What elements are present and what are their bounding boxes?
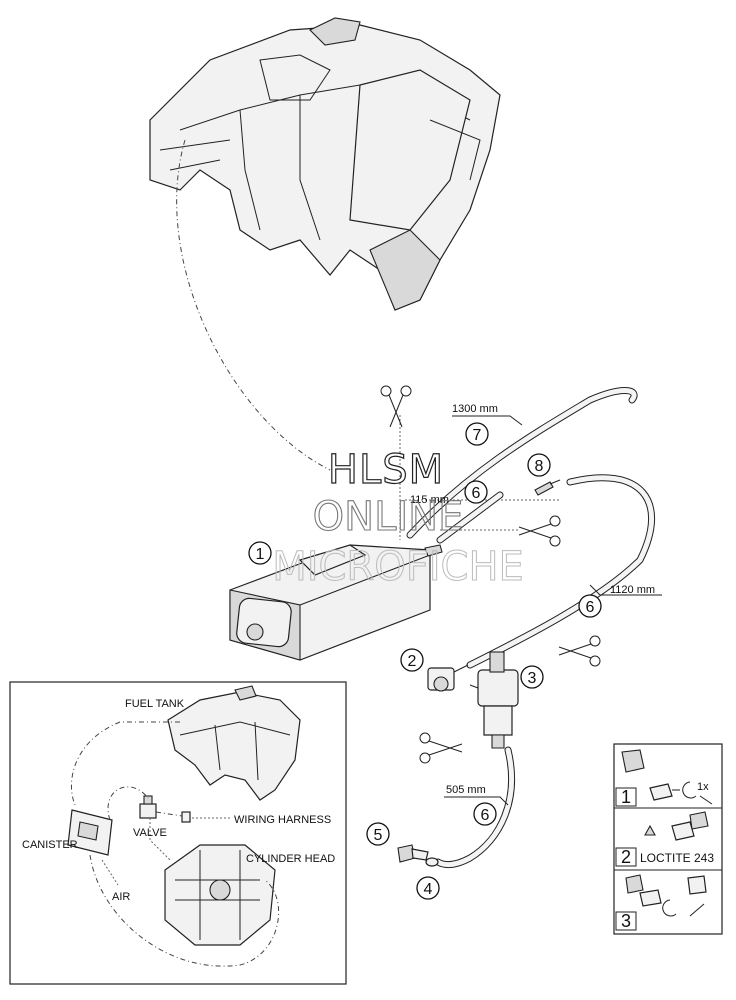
svg-text:1: 1 [256,546,265,563]
callout-7: 7 [465,422,489,446]
svg-text:1120 mm: 1120 mm [610,584,655,596]
schematic-inset: FUEL TANK CANISTER VALVE WIRING HARNESS … [9,681,347,985]
svg-text:3: 3 [528,670,537,687]
svg-text:1: 1 [621,787,631,807]
dimension-505: 505 mm [444,784,509,806]
connector-part [427,664,469,692]
legend-row-3: 3 [615,874,707,931]
svg-text:2: 2 [408,653,417,670]
callout-5: 5 [366,822,390,846]
schematic-label-canister: CANISTER [22,839,78,851]
schematic-valve [139,795,191,823]
schematic-canister [67,809,113,856]
hose-6-bottom [434,746,515,869]
svg-text:ONLINE: ONLINE [313,494,464,540]
schematic-label-wiring-harness: WIRING HARNESS [234,814,331,826]
valve-part [469,651,519,749]
legend-row-2: 2 LOCTITE 243 [615,811,714,867]
svg-text:MICROFICHE: MICROFICHE [272,544,524,590]
svg-text:6: 6 [586,599,595,616]
scissors-icon [380,385,412,428]
schematic-fuel-tank [167,685,301,801]
svg-text:115 mm: 115 mm [410,494,449,506]
clamp-part [425,857,439,867]
svg-text:1x: 1x [697,781,709,793]
schematic-label-cylinder-head: CYLINDER HEAD [246,853,335,865]
dimension-1300: 1300 mm [452,403,523,426]
svg-text:2: 2 [621,847,631,867]
callout-2: 2 [400,648,424,672]
svg-text:4: 4 [424,881,433,898]
schematic-label-fuel-tank: FUEL TANK [125,698,185,710]
hose-7 [406,387,638,539]
watermark: MICROFICHE ONLINE HLSM [272,446,525,590]
svg-text:HLSM: HLSM [328,447,444,493]
legend-row-1: 1 1x [615,749,713,807]
fitting-8 [534,479,561,496]
hose-6-long [466,474,655,669]
svg-text:7: 7 [473,427,482,444]
callout-6: 6 [473,802,497,826]
fuel-tank-drawing [149,17,501,311]
schematic-label-valve: VALVE [133,827,167,839]
scissors-icon [518,515,561,547]
dimension-1120: 1120 mm [589,584,662,596]
hose-6-short [436,491,504,544]
svg-text:3: 3 [621,911,631,931]
callout-6: 6 [578,594,602,618]
svg-text:8: 8 [535,458,544,475]
schematic-cylinder-head [164,844,276,946]
callout-8: 8 [527,453,551,477]
scissors-icon [558,635,601,667]
svg-text:505 mm: 505 mm [446,784,486,796]
dimension-115: 115 mm [410,494,449,506]
svg-text:5: 5 [374,827,383,844]
callout-3: 3 [520,665,544,689]
svg-text:LOCTITE 243: LOCTITE 243 [640,851,714,865]
svg-text:6: 6 [472,485,481,502]
nipple-part [397,844,429,863]
callout-6: 6 [464,480,488,504]
assembly-legend: 1 1x 2 LOCTITE 243 3 [613,743,723,935]
schematic-label-air: AIR [112,891,130,903]
canister-part [229,544,443,661]
callout-4: 4 [416,876,440,900]
svg-text:1300 mm: 1300 mm [452,403,498,415]
svg-text:6: 6 [481,807,490,824]
scissors-icon [419,732,463,764]
callout-1: 1 [248,541,272,565]
